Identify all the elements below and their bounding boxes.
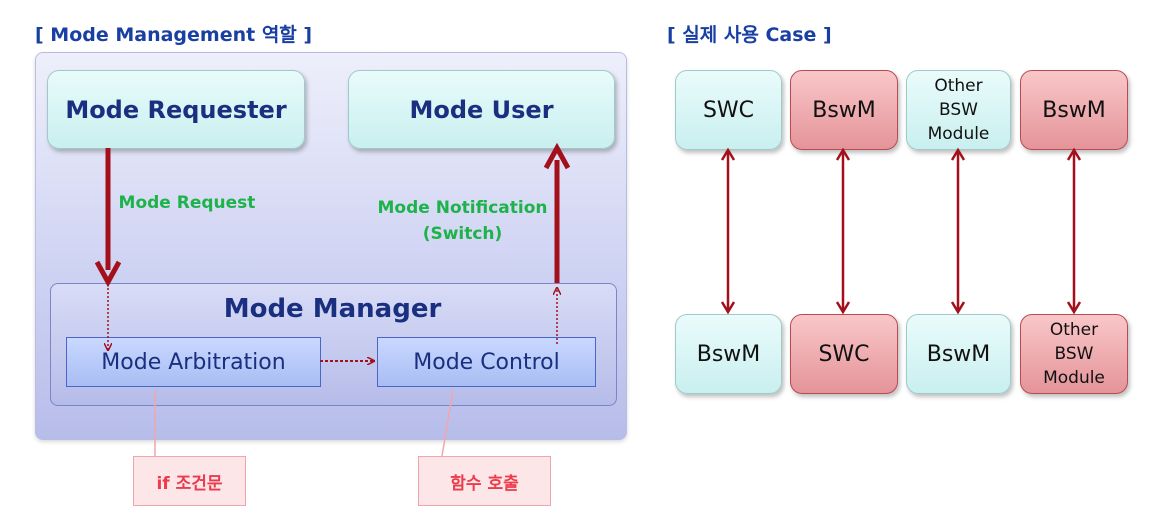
mode-request-label: Mode Request: [118, 193, 256, 213]
case4-top-bswm-box: BswM: [1020, 70, 1128, 150]
case1-bottom-label: BswM: [696, 341, 761, 367]
mode-requester-label: Mode Requester: [65, 95, 287, 124]
case2-bottom-label: SWC: [818, 341, 870, 367]
mode-arbitration-label: Mode Arbitration: [101, 349, 286, 375]
case3-top-other-bsw-module-box: Other BSW Module: [906, 70, 1011, 150]
case4-top-label: BswM: [1042, 97, 1106, 123]
case1-bottom-bswm-box: BswM: [675, 314, 782, 394]
mode-notification-arrow-head: [543, 142, 571, 170]
case3-top-line3: Module: [927, 124, 990, 144]
case3-bottom-bswm-box: BswM: [906, 314, 1011, 394]
mode-user-label: Mode User: [409, 95, 554, 124]
if-condition-callout: if 조건문: [133, 456, 246, 506]
mode-notification-sub-label: (Switch): [422, 224, 503, 244]
call-callout-connector: [441, 389, 454, 457]
mode-notification-label: Mode Notification: [377, 198, 548, 218]
case1-top-swc-box: SWC: [675, 70, 782, 150]
case4-bottom-line2: BSW: [1054, 344, 1094, 364]
case1-top-label: SWC: [702, 97, 755, 123]
case2-top-label: BswM: [812, 97, 876, 123]
case4-bottom-other-bsw-module-box: Other BSW Module: [1020, 314, 1128, 394]
case4-bottom-line3: Module: [1043, 368, 1105, 388]
left-section-title: [ Mode Management 역할 ]: [35, 24, 313, 46]
case3-bottom-label: BswM: [926, 341, 991, 367]
mode-control-label: Mode Control: [413, 349, 560, 375]
mode-requester-box: Mode Requester: [47, 70, 305, 149]
mode-user-box: Mode User: [348, 70, 615, 149]
mode-request-arrow-head: [94, 260, 122, 288]
right-section-title: [ 실제 사용 Case ]: [667, 24, 832, 46]
mode-manager-label: Mode Manager: [223, 294, 442, 324]
case2-bottom-swc-box: SWC: [790, 314, 898, 394]
mode-control-box: Mode Control: [377, 337, 596, 387]
case4-bottom-line1: Other: [1049, 320, 1099, 340]
case-bidirectional-arrows: [720, 147, 1082, 315]
function-call-callout: 함수 호출: [418, 456, 551, 506]
case3-top-line1: Other: [934, 76, 983, 96]
case3-top-line2: BSW: [939, 100, 978, 120]
